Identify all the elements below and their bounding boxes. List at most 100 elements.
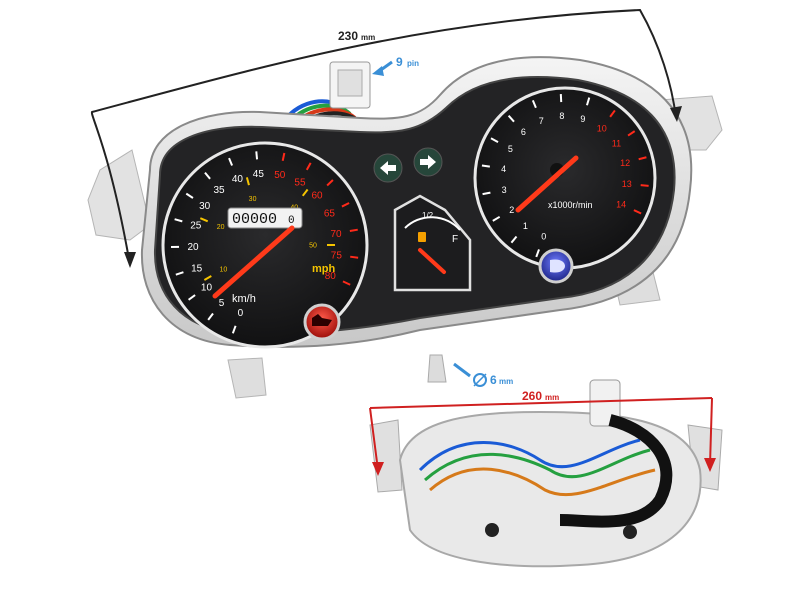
odometer-window: [227, 207, 303, 229]
width-unit: mm: [361, 33, 375, 42]
left-mounting-bracket: [87, 149, 151, 241]
mph-tick-tick: [203, 275, 212, 281]
hole-unit: mm: [499, 377, 513, 386]
bottom-mounting-post: [427, 354, 447, 383]
right-turn-signal: [413, 147, 443, 177]
mph-unit-label: mph: [312, 263, 336, 275]
fuel-half-label: 1/2: [422, 211, 434, 220]
kmh-tick-label: 75: [331, 250, 343, 261]
fuel-pump-icon: [418, 232, 426, 242]
tach-tick-tick: [640, 184, 649, 187]
kmh-tick-label: 15: [191, 263, 203, 274]
odometer-reading: 00000: [232, 211, 277, 228]
oil-warning-lamp: [303, 303, 341, 341]
tach-tick-tick: [633, 209, 642, 215]
kmh-tick-label: 45: [253, 169, 265, 180]
kmh-tick-tick: [326, 179, 334, 187]
kmh-tick-label: 55: [294, 178, 306, 189]
left-turn-signal-icon: [380, 161, 396, 175]
kmh-tick-tick: [349, 228, 358, 232]
tach-tick-tick: [585, 97, 591, 106]
tach-tick-tick: [481, 164, 490, 168]
kmh-tick-label: 50: [274, 170, 286, 181]
width-dimension-arc: 2 30 mm: [90, 8, 682, 268]
diameter-icon: [473, 373, 487, 387]
tachometer-unit-label: x1000r/min: [548, 200, 593, 210]
kmh-tick-label: 0: [238, 308, 244, 319]
tach-tick-tick: [510, 235, 518, 244]
tach-tick-tick: [638, 156, 647, 161]
back-width-dimension: 260 mm: [369, 389, 716, 476]
tach-tick-label: 7: [539, 116, 544, 126]
kmh-unit-label: km/h: [232, 293, 256, 305]
back-wire-loom: [559, 414, 673, 528]
left-lower-bracket: [227, 357, 267, 399]
pin-unit: pin: [407, 59, 419, 68]
tach-tick-tick: [627, 130, 636, 137]
high-beam-icon: [550, 259, 565, 273]
kmh-tick-label: 40: [232, 174, 244, 185]
tach-tick-label: 9: [580, 114, 585, 124]
right-turn-signal-icon: [420, 155, 436, 169]
mph-tick-label: 50: [309, 242, 317, 249]
back-width-unit: mm: [545, 393, 559, 402]
kmh-tick-label: 80: [325, 271, 337, 282]
tach-tick-label: 13: [622, 179, 632, 189]
kmh-tick-tick: [341, 202, 350, 208]
high-beam-lamp: [538, 248, 574, 284]
mph-tick-label: 30: [249, 196, 257, 203]
mph-tick-label: 20: [217, 224, 225, 231]
tach-tick-tick: [490, 137, 499, 143]
kmh-tick-tick: [175, 271, 184, 276]
kmh-tick-tick: [188, 294, 196, 301]
mph-tick-label: 10: [220, 266, 228, 273]
pin-value: 9: [396, 55, 403, 69]
kmh-tick-label: 30: [199, 201, 211, 212]
speedometer-needle: [212, 225, 295, 299]
cluster-back-view: [369, 379, 723, 568]
kmh-tick-label: 5: [219, 298, 225, 309]
fuel-needle: [418, 248, 446, 274]
tach-tick-label: 5: [508, 144, 513, 154]
tach-tick-tick: [535, 249, 540, 258]
tach-tick-label: 10: [597, 123, 607, 133]
tach-tick-label: 6: [521, 127, 526, 137]
kmh-tick-tick: [207, 312, 214, 321]
mph-tick-tick: [245, 177, 250, 186]
tach-tick-tick: [492, 215, 501, 222]
back-housing: [398, 410, 702, 568]
mph-tick-tick: [199, 217, 209, 223]
hole-callout: 6 mm: [453, 362, 513, 387]
kmh-tick-tick: [231, 325, 237, 334]
tach-tick-label: 12: [620, 158, 630, 168]
kmh-tick-label: 25: [190, 221, 202, 232]
kmh-tick-tick: [281, 152, 286, 162]
tach-tick-tick: [482, 191, 491, 196]
tach-tick-tick: [609, 109, 616, 118]
left-turn-signal: [373, 153, 403, 183]
tach-tick-label: 14: [616, 199, 626, 209]
kmh-tick-label: 65: [324, 208, 336, 219]
kmh-tick-label: 70: [330, 229, 342, 240]
oil-warning-icon: [312, 314, 332, 326]
hole-value: 6: [490, 373, 497, 387]
odometer-last-digit: 0: [288, 215, 295, 227]
back-width-value: 260: [522, 389, 542, 403]
tach-tick-tick: [531, 100, 537, 109]
tach-tick-label: 2: [509, 205, 514, 215]
kmh-tick-tick: [350, 255, 359, 259]
tach-tick-label: 1: [523, 221, 528, 231]
kmh-tick-label: 20: [187, 242, 199, 253]
kmh-tick-label: 60: [311, 191, 323, 202]
fuel-full-label: F: [452, 234, 458, 245]
tach-tick-label: 11: [612, 139, 621, 149]
kmh-tick-label: 35: [213, 185, 225, 196]
tach-tick-tick: [507, 115, 515, 123]
tach-tick-label: 8: [559, 111, 564, 121]
fuel-gauge: 1/2 F: [393, 194, 472, 292]
back-left-tab: [369, 419, 403, 493]
mph-tick-tick: [301, 188, 309, 197]
